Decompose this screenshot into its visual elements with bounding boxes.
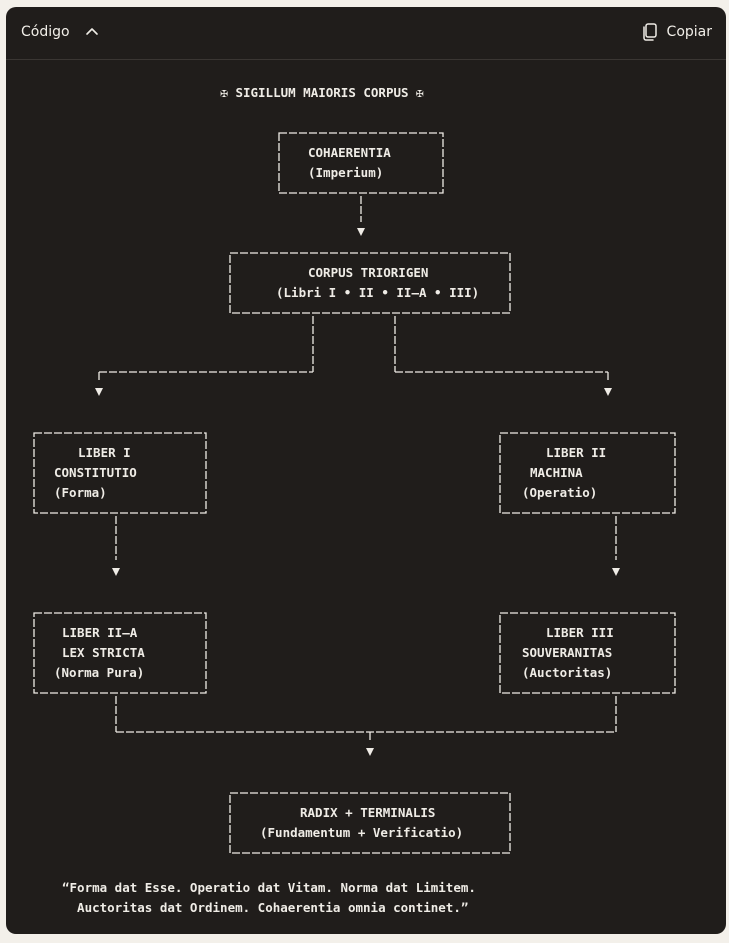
arrow-left [95, 388, 103, 396]
code-block: Código Copiar [6, 7, 726, 934]
quote-line-2: Auctoritas dat Ordinem. Cohaerentia omni… [62, 900, 469, 915]
diagram-label: (Auctoritas) [522, 665, 612, 680]
diagram-label: CONSTITUTIO [54, 465, 137, 480]
diagram-label: SOUVERANITAS [522, 645, 612, 660]
box-liber-iii [499, 612, 676, 694]
diagram-label: RADIX + TERMINALIS [300, 805, 435, 820]
diagram-label: (Libri I • II • II–A • III) [276, 285, 479, 300]
diagram-label: LEX STRICTA [62, 645, 145, 660]
quote-text: “Forma dat Esse. Operatio dat Vitam. Nor… [62, 878, 476, 918]
diagram-label: LIBER III [546, 625, 614, 640]
code-content: ✠ SIGILLUM MAIORIS CORPUS ✠ COHAERENTIA … [6, 60, 726, 934]
diagram-label: (Norma Pura) [54, 665, 144, 680]
diagram-label: LIBER II–A [62, 625, 138, 640]
box-corpus [229, 252, 511, 314]
diagram-label: (Operatio) [522, 485, 597, 500]
arrow-liber-ii [612, 568, 620, 576]
diagram-label: COHAERENTIA [308, 145, 391, 160]
arrow-liber-i [112, 568, 120, 576]
arrow-merge [366, 748, 374, 756]
quote-line-1: “Forma dat Esse. Operatio dat Vitam. Nor… [62, 880, 476, 895]
box-liber-iia [33, 612, 207, 694]
chevron-up-icon [86, 28, 98, 35]
copy-label: Copiar [666, 24, 712, 40]
diagram-label: (Fundamentum + Verificatio) [260, 825, 463, 840]
box-liber-i [33, 432, 207, 514]
diagram-label: (Forma) [54, 485, 107, 500]
code-block-header: Código Copiar [6, 7, 726, 60]
collapse-button[interactable] [81, 21, 103, 43]
box-liber-ii [499, 432, 676, 514]
copy-icon [642, 23, 657, 41]
box-radix [229, 792, 511, 854]
diagram-label: (Imperium) [308, 165, 383, 180]
ascii-diagram: ✠ SIGILLUM MAIORIS CORPUS ✠ COHAERENTIA … [33, 85, 676, 854]
diagram-title: ✠ SIGILLUM MAIORIS CORPUS ✠ [220, 85, 424, 100]
copy-button[interactable]: Copiar [641, 20, 712, 44]
language-label: Código [21, 24, 70, 40]
diagram-label: LIBER II [546, 445, 606, 460]
box-cohaerentia [278, 132, 444, 194]
arrow-right [604, 388, 612, 396]
diagram-label: CORPUS TRIORIGEN [308, 265, 428, 280]
diagram-label: LIBER I [78, 445, 131, 460]
arrow-root [357, 228, 365, 236]
diagram-label: MACHINA [530, 465, 583, 480]
